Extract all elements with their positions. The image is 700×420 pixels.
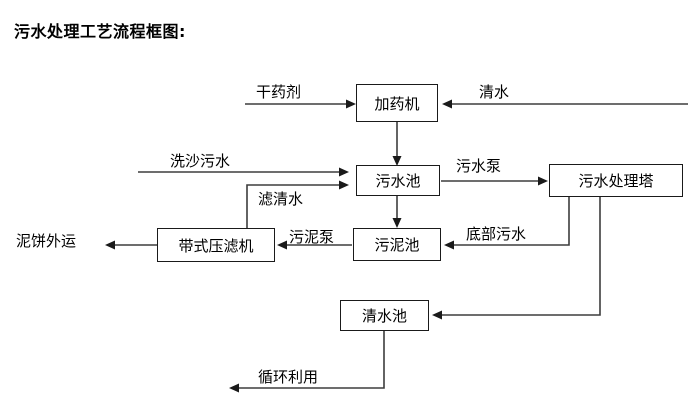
wire-filtered-clear-water	[246, 184, 341, 228]
page-title: 污水处理工艺流程框图:	[14, 22, 186, 41]
wire-bottom-sewage	[452, 197, 570, 246]
node-clean-water-pool-label: 清水池	[361, 307, 407, 325]
node-treatment-tower[interactable]: 污水处理塔	[549, 164, 683, 197]
node-sewage-pool-label: 污水池	[375, 172, 421, 190]
node-sludge-pool[interactable]: 污泥池	[353, 228, 441, 261]
arrowhead-mud-cake-transport	[105, 240, 115, 250]
edge-label-bottom-sewage: 底部污水	[466, 225, 527, 243]
edge-label-mud-cake-transport: 泥饼外运	[16, 232, 77, 250]
node-dosing-machine-label: 加药机	[374, 94, 420, 113]
edge-label-sewage-pump: 污水泵	[456, 157, 502, 175]
arrowhead-recycling-reuse	[229, 383, 239, 393]
node-belt-filter-press[interactable]: 带式压滤机	[157, 228, 275, 262]
arrowhead-dosing-to-sewage	[392, 156, 402, 166]
arrowhead-dry-reagent	[346, 99, 356, 109]
arrowhead-sand-washing-sewage	[339, 167, 349, 177]
edge-label-recycling-reuse: 循环利用	[258, 368, 319, 386]
arrowhead-clean-water-in	[442, 99, 452, 109]
node-clean-water-pool[interactable]: 清水池	[340, 300, 429, 331]
node-dosing-machine[interactable]: 加药机	[356, 84, 438, 122]
arrowhead-tower-to-clean-water	[432, 310, 442, 320]
node-sewage-pool[interactable]: 污水池	[356, 165, 440, 196]
node-treatment-tower-label: 污水处理塔	[578, 172, 654, 190]
arrowhead-sludge-pump	[277, 240, 287, 250]
node-belt-filter-press-label: 带式压滤机	[178, 236, 254, 255]
node-sludge-pool-label: 污泥池	[374, 236, 420, 254]
edge-label-filtered-clear-water: 滤清水	[258, 190, 304, 208]
arrowhead-bottom-sewage	[444, 240, 454, 250]
edge-label-sludge-pump: 污泥泵	[289, 228, 335, 246]
wire-tower-to-clean-water	[440, 197, 601, 316]
edge-label-clean-water-in: 清水	[479, 83, 510, 101]
arrowhead-filtered-clear-water	[339, 180, 349, 190]
arrowhead-sewage-to-sludge	[392, 218, 402, 228]
edge-label-dry-reagent: 干药剂	[256, 83, 302, 101]
edge-label-sand-washing-sewage: 洗沙污水	[170, 152, 231, 170]
wire-recycling-reuse	[237, 330, 385, 389]
arrowhead-sewage-pump	[538, 176, 548, 186]
